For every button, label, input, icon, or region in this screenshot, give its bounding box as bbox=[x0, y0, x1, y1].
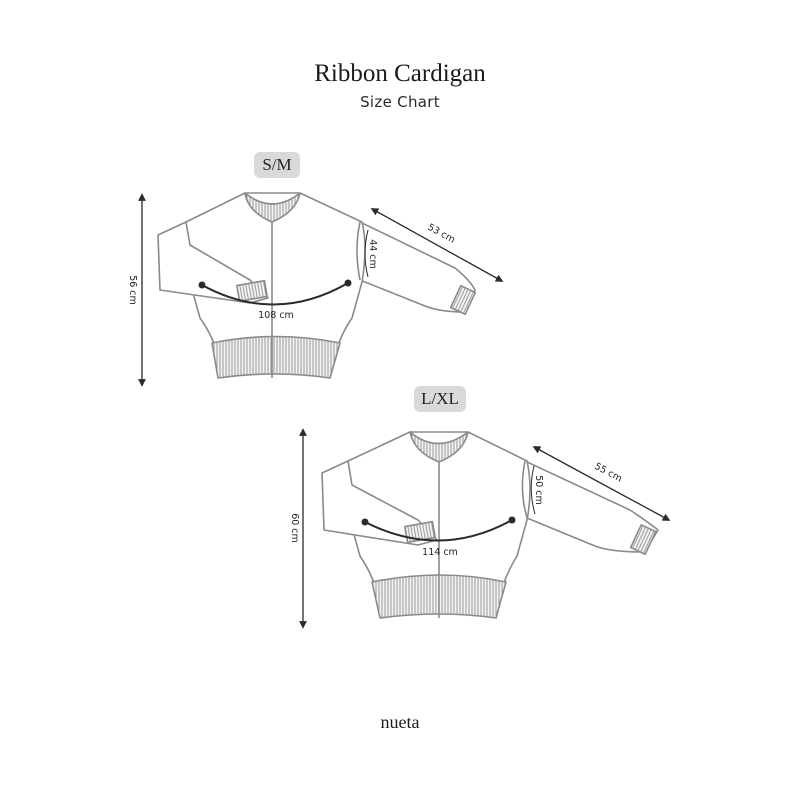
brand-logo: nueta bbox=[380, 712, 420, 732]
measure-length-sm: 56 cm bbox=[127, 193, 146, 387]
cardigan-sm bbox=[157, 192, 477, 379]
svg-text:44 cm: 44 cm bbox=[367, 239, 378, 269]
measure-chest-sm: 108 cm bbox=[198, 279, 352, 321]
size-badge-lxl: L/XL bbox=[414, 386, 466, 412]
svg-text:53 cm: 53 cm bbox=[426, 222, 457, 246]
svg-text:50 cm: 50 cm bbox=[533, 475, 544, 505]
measure-length-lxl: 60 cm bbox=[289, 428, 307, 629]
svg-text:114 cm: 114 cm bbox=[422, 547, 458, 558]
measure-chest-lxl: 114 cm bbox=[361, 516, 516, 558]
measure-armhole-sm: 44 cm bbox=[364, 229, 378, 278]
page-subtitle: Size Chart bbox=[360, 93, 440, 111]
size-badge-sm: S/M bbox=[254, 152, 300, 178]
svg-text:60 cm: 60 cm bbox=[289, 513, 300, 543]
svg-text:56 cm: 56 cm bbox=[127, 275, 138, 305]
measure-armhole-lxl: 50 cm bbox=[530, 465, 544, 515]
page-title: Ribbon Cardigan bbox=[314, 60, 486, 87]
cardigan-lxl bbox=[321, 431, 659, 619]
svg-text:108 cm: 108 cm bbox=[258, 310, 294, 321]
